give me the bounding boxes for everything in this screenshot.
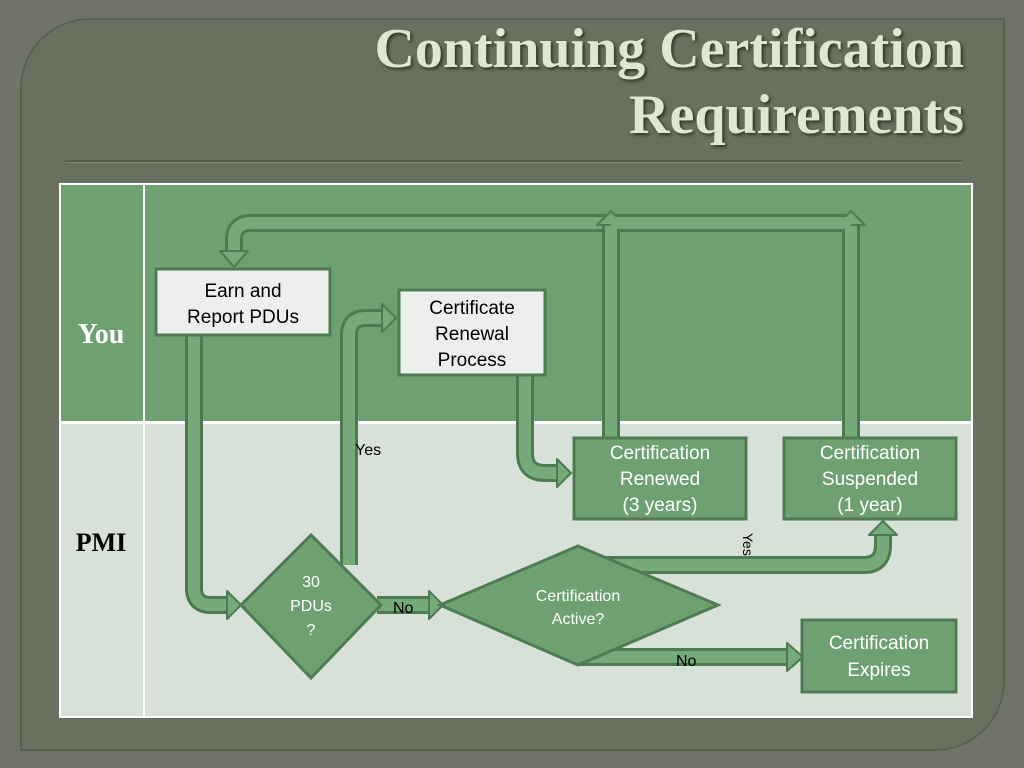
node-suspended-line-3: (1 year) [837, 495, 902, 516]
node-earn-line-2: Report PDUs [187, 307, 299, 328]
node-suspended-line-1: Certification [820, 443, 920, 464]
node-earn-report-pdus: Earn and Report PDUs [154, 267, 332, 337]
lane-label-you: You [78, 319, 125, 350]
node-expires-line-2: Expires [847, 660, 910, 681]
title-line-1: Continuing Certification [374, 18, 964, 80]
node-renewed-line-1: Certification [610, 443, 710, 464]
node-expires-line-1: Certification [829, 633, 929, 654]
node-renewal-line-2: Renewal [435, 324, 509, 345]
slide-title: Continuing Certification Requirements [164, 16, 964, 148]
decision-pdus-line-1: 30 [302, 574, 320, 591]
node-renewed-line-3: (3 years) [623, 495, 698, 516]
decision-30-pdus: 30 PDUs ? [238, 532, 384, 681]
title-divider [65, 160, 962, 162]
decision-pdus-line-2: PDUs [290, 598, 332, 615]
node-suspended-line-2: Suspended [822, 469, 918, 490]
node-certification-expires: Certification Expires [800, 618, 958, 694]
edge-label-active-yes: Yes [740, 533, 756, 556]
edge-label-pdu-no: No [393, 600, 414, 617]
node-renewal-line-3: Process [438, 350, 507, 371]
node-renewed-line-2: Renewed [620, 469, 700, 490]
edge-label-pdu-yes: Yes [355, 442, 381, 459]
edge-label-active-no: No [676, 653, 697, 670]
decision-pdus-line-3: ? [307, 622, 316, 639]
process-flowchart: You PMI [59, 183, 973, 718]
decision-active-line-2: Active? [552, 611, 605, 628]
node-certification-suspended: Certification Suspended (1 year) [782, 436, 958, 521]
decision-certification-active: Certification Active? [436, 544, 722, 667]
lane-label-pmi: PMI [76, 528, 127, 557]
node-certificate-renewal-process: Certificate Renewal Process [397, 288, 547, 377]
node-earn-line-1: Earn and [204, 281, 281, 302]
node-certification-renewed: Certification Renewed (3 years) [572, 436, 748, 521]
title-line-2: Requirements [629, 84, 964, 146]
decision-active-line-1: Certification [536, 588, 620, 605]
node-renewal-line-1: Certificate [429, 298, 515, 319]
